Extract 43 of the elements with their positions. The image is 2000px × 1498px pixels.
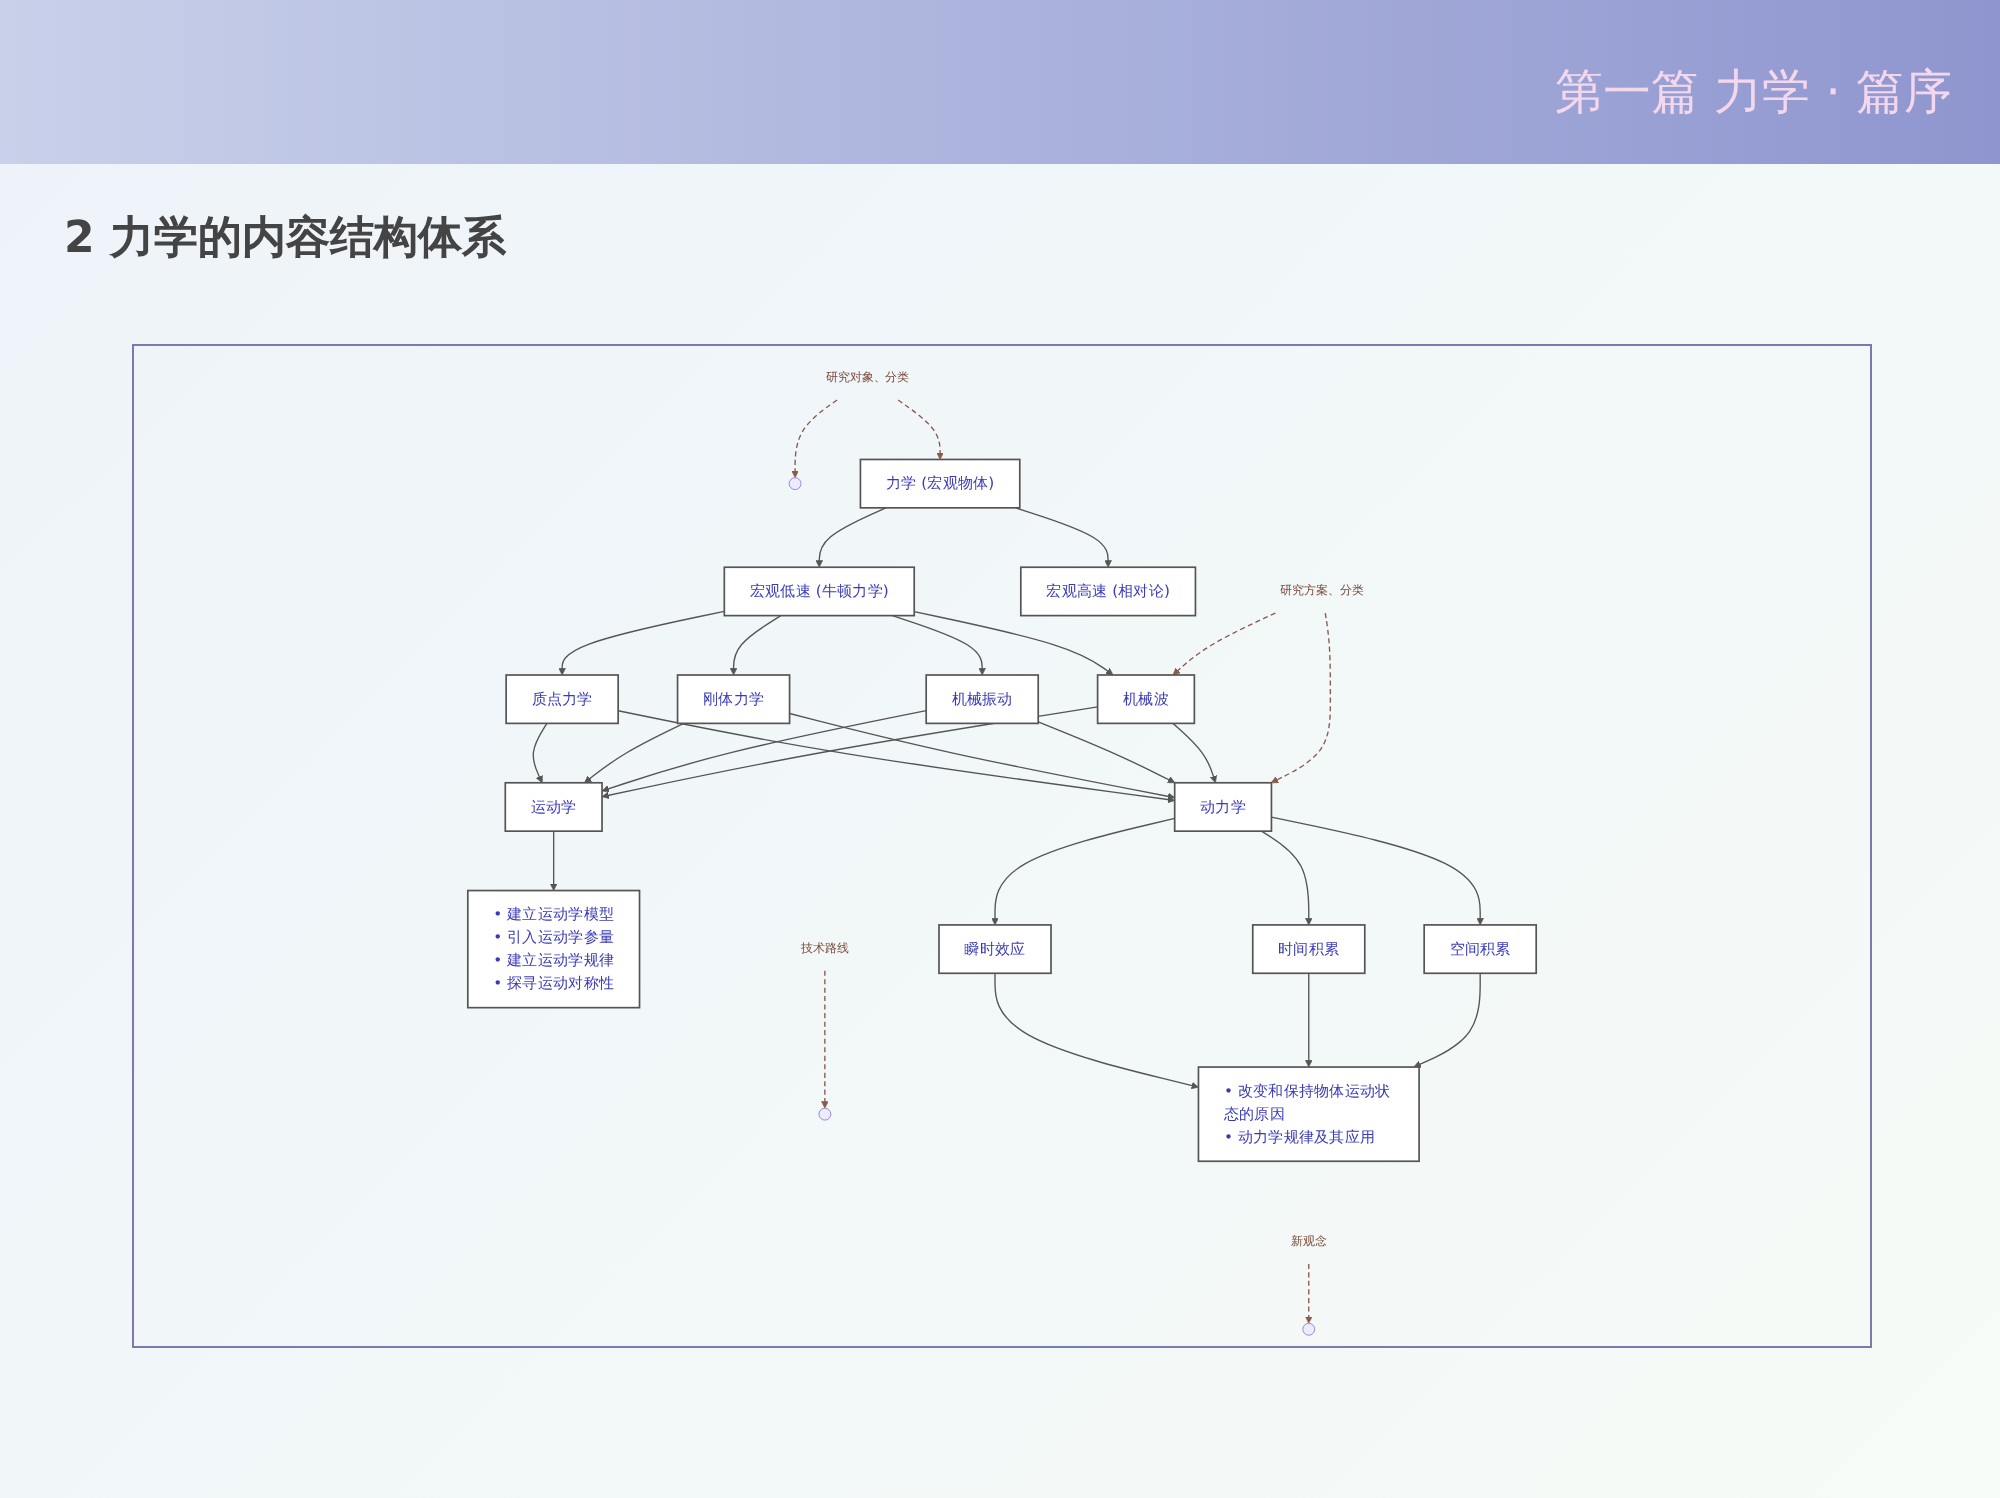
- arrow: [791, 399, 838, 479]
- node-box: [1173, 781, 1273, 832]
- arrow: [601, 706, 1099, 799]
- arrow: [1305, 1263, 1313, 1324]
- node-box: [1251, 924, 1366, 975]
- arrow: [601, 709, 927, 793]
- node-box: [1019, 566, 1197, 617]
- arrow: [558, 610, 725, 676]
- arrow: [897, 399, 944, 460]
- node-box: [723, 566, 916, 617]
- section-header: 第一篇 力学 · 篇序: [1554, 62, 1952, 124]
- arrow: [617, 710, 1176, 804]
- arrow: [1014, 507, 1112, 568]
- node-box: [504, 781, 603, 832]
- arrow: [1270, 816, 1484, 926]
- arrow: [788, 712, 1176, 800]
- arrow: [584, 722, 685, 784]
- arrow: [1172, 612, 1277, 676]
- arrow: [891, 614, 986, 676]
- node-box: [1423, 924, 1538, 975]
- arrow: [532, 722, 548, 784]
- arrow: [994, 972, 1199, 1090]
- arrow: [1172, 722, 1217, 784]
- arrow: [1270, 612, 1332, 784]
- arrow: [991, 817, 1176, 926]
- node-box: [466, 889, 641, 1009]
- node-box: [859, 458, 1021, 509]
- arrow: [1260, 830, 1313, 926]
- arrow: [1037, 721, 1176, 784]
- node-box: [938, 924, 1052, 975]
- node-box: [676, 674, 791, 725]
- node-box: [1096, 674, 1196, 725]
- arrow: [913, 610, 1114, 676]
- arrow: [821, 970, 829, 1109]
- arrow: [1305, 972, 1313, 1068]
- arrow: [549, 830, 558, 891]
- slide-title: 2 力学的内容结构体系: [64, 211, 506, 268]
- node-box: [925, 674, 1040, 725]
- arrow: [1413, 972, 1481, 1068]
- node-box: [1197, 1066, 1420, 1163]
- node-box: [505, 674, 619, 725]
- arrow: [815, 507, 887, 568]
- arrow: [729, 614, 782, 676]
